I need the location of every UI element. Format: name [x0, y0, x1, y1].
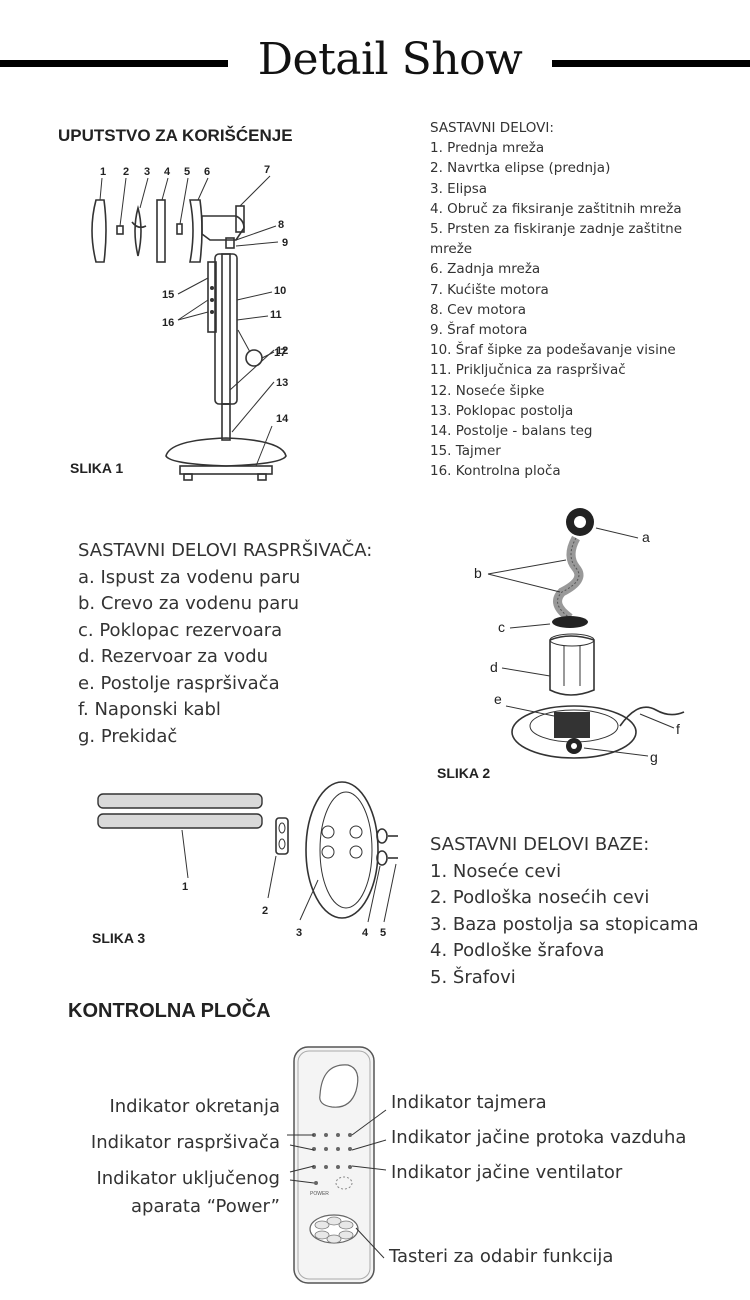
- parts-list-2: SASTAVNI DELOVI RASPRŠIVAČA: a. Ispust z…: [78, 538, 372, 750]
- label-timer-indicator: Indikator tajmera: [391, 1092, 547, 1113]
- list-item: 12. Noseće šipke: [430, 382, 545, 399]
- callout-11: 11: [270, 309, 282, 321]
- list-item: 16. Kontrolna ploča: [430, 463, 561, 480]
- figure-2-label: SLIKA 2: [437, 765, 491, 781]
- list-item: 8. Cev motora: [430, 301, 526, 318]
- label-power-indicator-line2: aparata “Power”: [130, 1196, 280, 1217]
- callout-16: 16: [162, 317, 174, 329]
- callout-13: 13: [276, 377, 288, 389]
- list-item: 2. Podloška nosećih cevi: [430, 887, 650, 908]
- callout-f: f: [676, 721, 680, 737]
- header-rule-right: [552, 60, 750, 67]
- parts-list-2-title: SASTAVNI DELOVI RASPRŠIVAČA:: [78, 540, 373, 561]
- list-item: 14. Postolje - balans teg: [430, 423, 593, 440]
- list-item: c. Poklopac rezervoara: [78, 619, 283, 641]
- callout-a: a: [642, 529, 650, 545]
- list-item: 7. Kućište motora: [430, 281, 549, 298]
- label-power-indicator-line1: Indikator uključenog: [96, 1168, 280, 1189]
- list-item: g. Prekidač: [78, 725, 178, 747]
- svg-text:17: 17: [274, 347, 286, 359]
- callout-14: 14: [276, 413, 289, 425]
- list-item: 6. Zadnja mreža: [430, 261, 541, 278]
- list-item: 9. Šraf motora: [430, 322, 528, 339]
- label-airflow-indicator: Indikator jačine protoka vazduha: [391, 1127, 687, 1148]
- list-item: 4. Obruč za fiksiranje zaštitnih mreža: [430, 200, 682, 217]
- callout-15: 15: [162, 289, 174, 301]
- list-item: 1. Noseće cevi: [430, 860, 562, 882]
- callout-g: g: [650, 749, 658, 765]
- callout-2: 2: [123, 166, 129, 178]
- base-diagram: 1 2 3 4 5: [97, 781, 398, 939]
- list-item: 4. Podloške šrafova: [430, 940, 605, 961]
- list-item: a. Ispust za vodenu paru: [78, 566, 301, 588]
- callout-base-5: 5: [380, 927, 386, 939]
- figure-1-label: SLIKA 1: [70, 460, 124, 476]
- callout-4: 4: [164, 166, 171, 178]
- control-panel-diagram: POWER: [293, 1046, 375, 1284]
- list-item: 11. Priključnica za raspršivač: [430, 362, 626, 379]
- callout-8: 8: [278, 219, 284, 231]
- callout-d: d: [490, 659, 498, 675]
- label-rotation-indicator: Indikator okretanja: [109, 1096, 280, 1117]
- callout-3: 3: [144, 166, 150, 178]
- label-fan-speed-indicator: Indikator jačine ventilator: [391, 1162, 623, 1183]
- humidifier-diagram: a b c d e f g: [474, 508, 685, 765]
- parts-list-3: SASTAVNI DELOVI BAZE: 1. Noseće cevi 2. …: [430, 832, 699, 991]
- callout-12: 12: [276, 345, 288, 357]
- list-item: 3. Baza postolja sa stopicama: [430, 913, 699, 935]
- list-item: f. Naponski kabl: [78, 699, 221, 720]
- list-item: 1. Prednja mreža: [430, 140, 545, 157]
- header-rule-left: [0, 60, 228, 67]
- callout-10: 10: [274, 285, 286, 297]
- usage-instructions-heading: UPUTSTVO ZA KORIŠĆENJE: [58, 126, 293, 145]
- figure-3-label: SLIKA 3: [92, 930, 146, 946]
- list-item: 2. Navrtka elipse (prednja): [430, 160, 611, 177]
- label-function-buttons: Tasteri za odabir funkcija: [389, 1246, 614, 1267]
- callout-base-3: 3: [296, 927, 302, 939]
- callout-base-4: 4: [362, 927, 369, 939]
- page-title: Detail Show: [257, 34, 523, 85]
- list-item: b. Crevo za vodenu paru: [78, 593, 300, 614]
- list-item: e. Postolje raspršivača: [78, 672, 280, 694]
- parts-list-1-title: SASTAVNI DELOVI:: [430, 120, 554, 136]
- control-panel-heading: KONTROLNA PLOČA: [68, 1000, 271, 1022]
- list-item: 3. Elipsa: [430, 180, 488, 197]
- list-item: 5. Šrafovi: [430, 966, 516, 988]
- callout-base-2: 2: [262, 905, 268, 917]
- list-item: 13. Poklopac postolja: [430, 402, 574, 419]
- callout-base-1: 1: [182, 881, 188, 893]
- list-item: 15. Tajmer: [430, 443, 501, 460]
- parts-list-3-title: SASTAVNI DELOVI BAZE:: [430, 834, 650, 855]
- label-sprayer-indicator: Indikator raspršivača: [90, 1132, 280, 1153]
- fan-diagram: 1 2 3 4 5 6 7 8 9 10 11 12 13 14 15 16 1…: [91, 164, 289, 481]
- callout-7: 7: [264, 164, 270, 176]
- callout-9: 9: [282, 237, 288, 249]
- callout-6: 6: [204, 166, 210, 178]
- callout-5: 5: [184, 166, 190, 178]
- callout-1: 1: [100, 166, 106, 178]
- callout-c: c: [498, 619, 505, 635]
- list-item: d. Rezervoar za vodu: [78, 646, 269, 667]
- callout-e: e: [494, 691, 502, 707]
- list-item: 10. Šraf šipke za podešavanje visine: [430, 342, 676, 359]
- list-item: 5. Prsten za fiskiranje zadnje zaštitne: [430, 221, 683, 238]
- callout-b: b: [474, 565, 482, 581]
- parts-list-1: SASTAVNI DELOVI: 1. Prednja mreža 2. Nav…: [430, 118, 682, 482]
- panel-power-text: POWER: [310, 1191, 329, 1197]
- list-item: mreže: [430, 241, 473, 258]
